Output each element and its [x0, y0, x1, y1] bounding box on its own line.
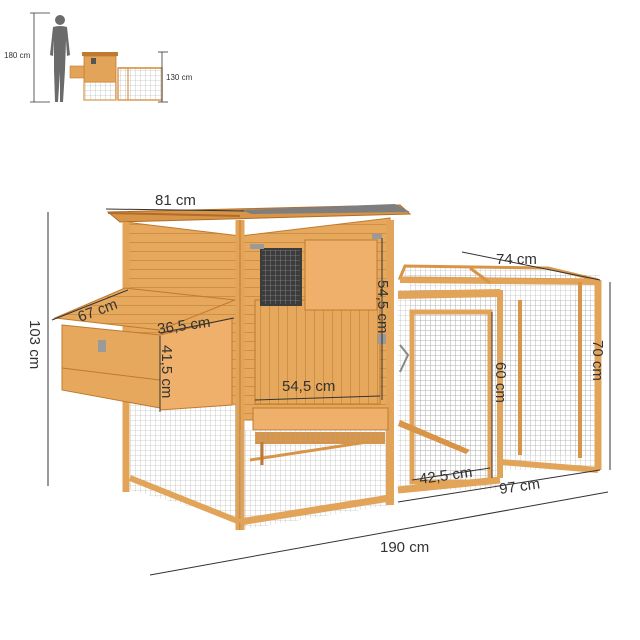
house-width-label: 81 cm — [155, 192, 196, 209]
person-height-label: 180 cm — [4, 51, 31, 60]
nest-box — [53, 287, 236, 411]
scale-reference: 180 cm 130 cm — [4, 12, 193, 103]
run-door-width-line — [411, 467, 491, 481]
run-length-label: 97 cm — [498, 475, 541, 498]
overall-height-label: 103 cm — [26, 320, 43, 369]
person-silhouette — [50, 15, 70, 102]
coop-height-dimension — [158, 51, 168, 103]
house-door-width-label: 54,5 cm — [282, 378, 335, 395]
run-section — [397, 264, 602, 494]
nest-width-line — [159, 317, 235, 334]
run-depth-line — [461, 251, 601, 281]
house-door-width-line — [254, 395, 381, 401]
run-door-height-label: 60 cm — [492, 362, 509, 403]
coop-height-label: 130 cm — [166, 73, 193, 82]
nest-depth-line — [51, 289, 129, 321]
house-door-height-label: 54,5 cm — [374, 280, 391, 333]
house-width-line — [105, 208, 245, 212]
mini-coop — [69, 52, 163, 101]
dimension-lines — [47, 208, 611, 576]
nest-height-label: 41,5 cm — [158, 345, 175, 398]
run-depth-label: 74 cm — [496, 251, 537, 268]
dimension-labels: 81 cm 74 cm 103 cm 70 cm 190 cm 97 cm 42… — [26, 192, 606, 556]
overall-length-line — [149, 491, 609, 576]
chicken-coop — [53, 204, 602, 530]
person-height-dimension — [30, 12, 50, 103]
overall-length-label: 190 cm — [380, 539, 429, 556]
run-length-line — [397, 469, 601, 503]
run-height-label: 70 cm — [589, 340, 606, 381]
